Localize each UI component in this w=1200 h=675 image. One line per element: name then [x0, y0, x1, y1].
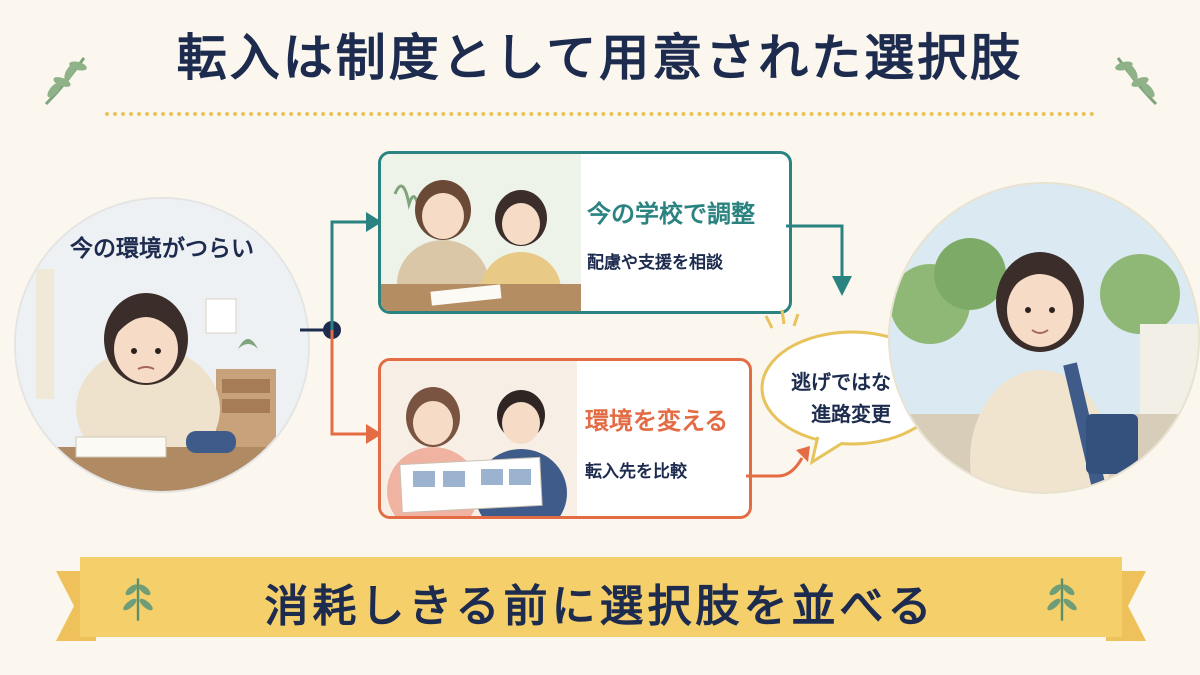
sparkle-icon — [764, 309, 800, 329]
option-title-change: 環境を変える — [585, 407, 729, 435]
option-card-adjust: 今の学校で調整 配慮や支援を相談 — [378, 151, 792, 314]
arrow-down-connector — [786, 224, 852, 296]
leaf-sprig-icon — [1047, 578, 1077, 621]
arrow-right-icon — [366, 424, 382, 444]
option-subtitle-adjust: 配慮や支援を相談 — [587, 253, 723, 273]
arrow-right-icon — [796, 446, 810, 462]
leaf-sprig-icon — [123, 578, 153, 621]
bottom-ribbon-banner — [56, 557, 1146, 641]
arrow-right-icon — [366, 212, 382, 232]
comparing-brochure-illustration — [381, 361, 577, 516]
current-situation-label: 今の環境がつらい — [70, 236, 254, 262]
title-dotted-divider — [105, 112, 1095, 116]
teacher-consultation-illustration — [381, 154, 581, 311]
banner-message: 消耗しきる前に選択肢を並べる — [264, 581, 936, 632]
leaf-sprig-icon — [44, 57, 87, 106]
leaf-sprig-icon — [1115, 57, 1158, 106]
option-card-change: 環境を変える 転入先を比較 — [378, 358, 752, 519]
bubble-line-2: 進路変更 — [811, 402, 891, 426]
hopeful-student-illustration — [890, 184, 1198, 492]
future-illustration — [888, 182, 1200, 494]
arrow-up-connector — [746, 446, 810, 478]
option-subtitle-change: 転入先を比較 — [585, 462, 687, 482]
arrow-down-icon — [832, 276, 852, 296]
branch-connector — [300, 212, 382, 444]
worried-student-illustration — [16, 199, 308, 491]
option-title-adjust: 今の学校で調整 — [587, 200, 755, 228]
current-situation-illustration: 今の環境がつらい — [14, 197, 310, 493]
page-title: 転入は制度として用意された選択肢 — [176, 29, 1024, 87]
